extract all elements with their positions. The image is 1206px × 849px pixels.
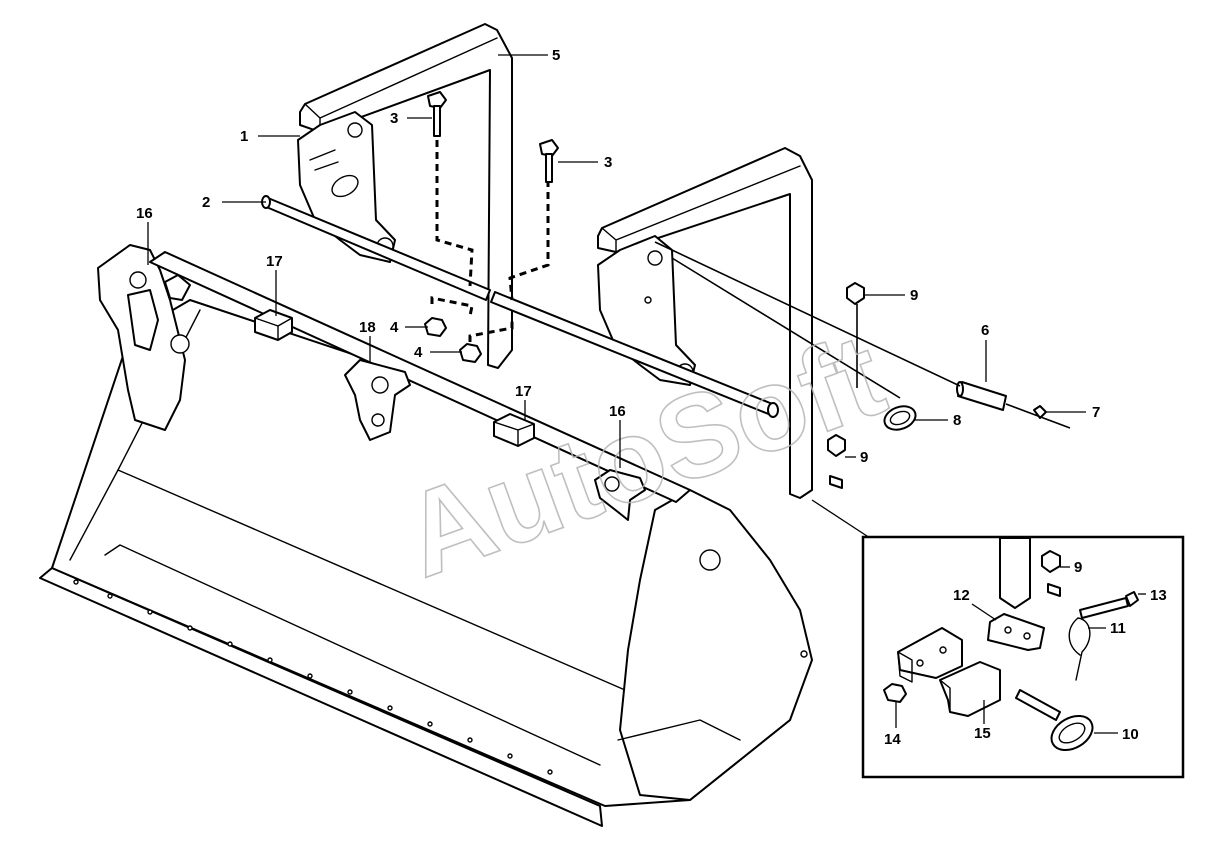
- callout-3-left: 3: [390, 110, 398, 127]
- callout-16-right: 16: [609, 403, 626, 420]
- callout-9-lower: 9: [860, 449, 868, 466]
- callout-18: 18: [359, 319, 376, 336]
- rubber-pad-17-left: [254, 309, 293, 341]
- shaft-2: [261, 195, 779, 418]
- assembly-dashed-lines: [430, 140, 550, 342]
- bolt-3-right: [539, 139, 559, 183]
- axis-line-pin-6: [654, 241, 1071, 429]
- callout-2: 2: [202, 194, 210, 211]
- bucket-bracket-18: [344, 359, 411, 441]
- pin-6: [956, 381, 1007, 411]
- callout-10: 10: [1122, 726, 1139, 743]
- callout-14: 14: [884, 731, 901, 748]
- callout-4-lower: 4: [414, 344, 423, 361]
- bucket-hook-16-right: [594, 469, 646, 521]
- pin-9-lower: [827, 434, 846, 489]
- callout-17-left: 17: [266, 253, 283, 270]
- bucket-hook-16-left: [164, 274, 191, 301]
- pin-9-upper: [846, 282, 865, 388]
- rubber-pad-17-right: [493, 413, 535, 447]
- bolt-3-left: [427, 91, 447, 137]
- callout-9-upper: 9: [910, 287, 918, 304]
- guard-frame-left: [297, 23, 513, 369]
- callout-7: 7: [1092, 404, 1100, 421]
- ring-pin-8: [671, 257, 917, 431]
- callout-13: 13: [1150, 587, 1167, 604]
- nut-4-upper: [424, 317, 447, 337]
- callout-labels: 1 2 3 3 4 4 5 6 7 8 9 9 9 10 11 12 13 14…: [136, 47, 1167, 748]
- callout-9-inset: 9: [1074, 559, 1082, 576]
- callout-8: 8: [953, 412, 961, 429]
- callout-4-upper: 4: [390, 319, 399, 336]
- callout-5: 5: [552, 47, 560, 64]
- callout-17-right: 17: [515, 383, 532, 400]
- nut-4-lower: [459, 343, 482, 363]
- callout-12: 12: [953, 587, 970, 604]
- callout-15: 15: [974, 725, 991, 742]
- callout-3-right: 3: [604, 154, 612, 171]
- inset-detail-box: [811, 499, 1185, 779]
- leader-lines: [147, 54, 1146, 734]
- callout-6: 6: [981, 322, 989, 339]
- callout-16-left: 16: [136, 205, 153, 222]
- callout-1: 1: [240, 128, 248, 145]
- callout-11: 11: [1110, 620, 1126, 637]
